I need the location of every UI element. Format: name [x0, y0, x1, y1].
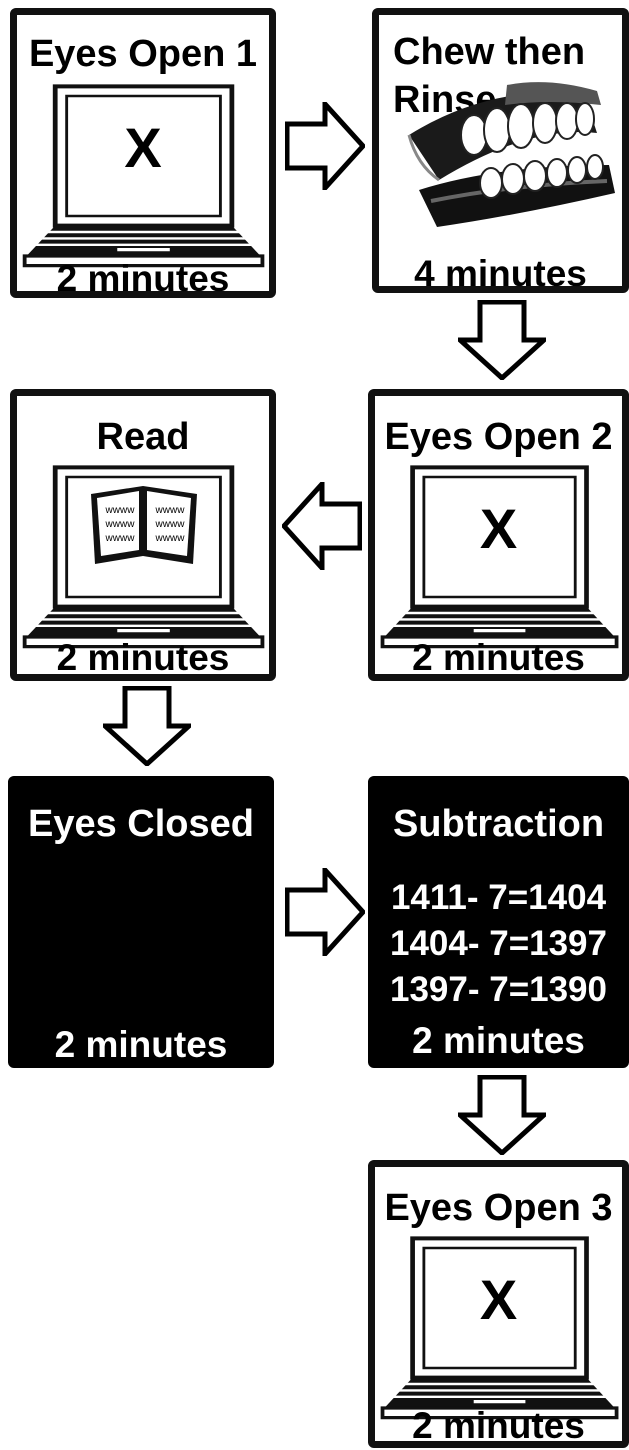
subtraction-line: 1404- 7=1397 — [389, 924, 607, 963]
dentures-icon — [407, 82, 615, 227]
book-text-line: wwww — [105, 505, 135, 516]
screen-mark: X — [479, 497, 518, 560]
step-eyes-closed: Eyes Closed 2 minutes — [8, 776, 274, 1068]
arrow-down-icon — [458, 1075, 546, 1155]
step-title: Eyes Open 1 — [28, 33, 258, 75]
step-duration: 2 minutes — [56, 637, 230, 678]
subtraction-line: 1411- 7=1404 — [390, 878, 607, 917]
step-chew-then-rinse: Chew then Rinse 4 minutes — [372, 8, 629, 293]
step-duration: 2 minutes — [54, 1024, 228, 1065]
step-duration: 2 minutes — [412, 1020, 585, 1061]
book-text-line: wwww — [155, 505, 185, 516]
subtraction-line: 1397- 7=1390 — [389, 970, 607, 1009]
arrow-right-icon — [285, 868, 365, 956]
step-title: Read — [96, 416, 190, 458]
step-duration: 2 minutes — [412, 637, 585, 678]
step-eyes-open-2: Eyes Open 2 X 2 minutes — [368, 389, 629, 681]
screen-mark: X — [479, 1268, 518, 1331]
step-duration: 2 minutes — [412, 1405, 585, 1446]
screen-mark: X — [124, 116, 162, 179]
step-title: Subtraction — [392, 803, 605, 845]
step-eyes-open-1: Eyes Open 1 X 2 minutes — [10, 8, 276, 298]
step-title: Eyes Open 2 — [384, 416, 613, 458]
arrow-down-icon — [458, 300, 546, 380]
step-title: Eyes Open 3 — [384, 1187, 613, 1229]
book-text-line: wwww — [155, 519, 185, 530]
arrow-left-icon — [282, 482, 362, 570]
step-title-line1: Chew then — [393, 31, 586, 73]
step-duration: 2 minutes — [56, 258, 230, 299]
arrow-down-icon — [103, 686, 191, 766]
step-eyes-open-3: Eyes Open 3 X 2 minutes — [368, 1160, 629, 1448]
book-text-line: wwww — [105, 533, 135, 544]
step-duration: 4 minutes — [414, 253, 587, 294]
book-icon — [91, 486, 197, 564]
arrow-right-icon — [285, 102, 365, 190]
step-read: Read wwww wwww wwww wwww wwww wwww 2 min… — [10, 389, 276, 681]
step-subtraction: Subtraction 1411- 7=1404 1404- 7=1397 13… — [368, 776, 629, 1068]
book-text-line: wwww — [105, 519, 135, 530]
book-text-line: wwww — [155, 533, 185, 544]
step-title: Eyes Closed — [28, 803, 254, 845]
